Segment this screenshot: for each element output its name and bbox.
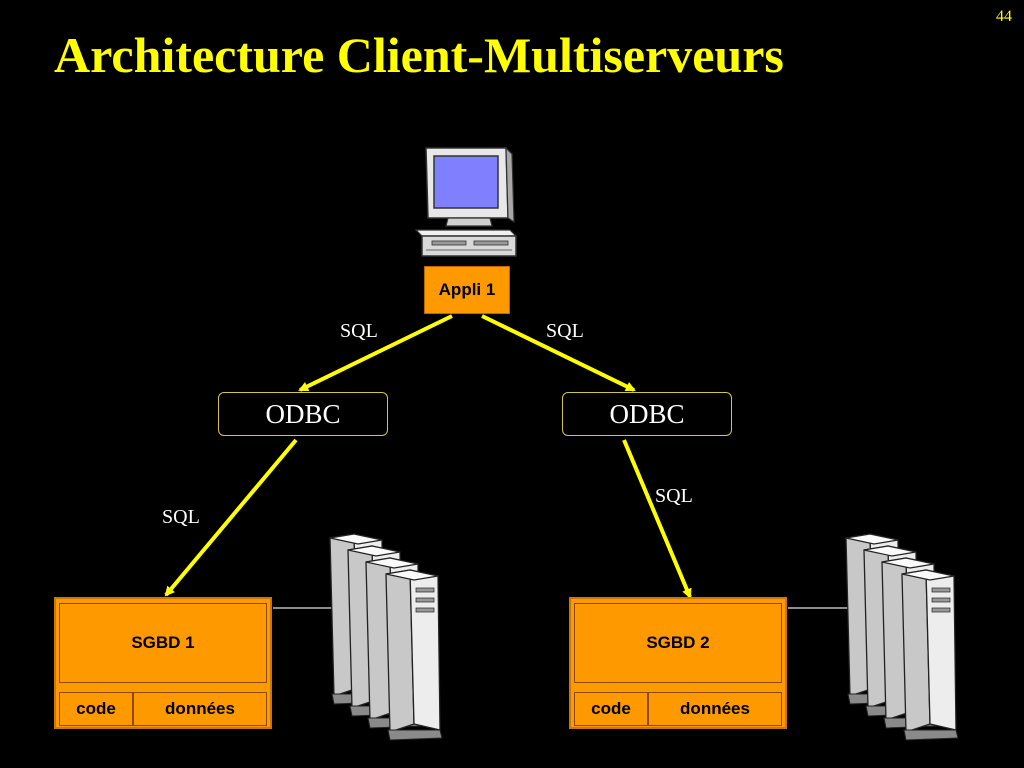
application-box: Appli 1 [424,266,510,314]
sql-label-odbc2-sgbd2: SQL [655,485,693,507]
odbc-driver-1: ODBC [218,392,388,436]
sgbd-label: SGBD 1 [59,603,267,683]
odbc-driver-2: ODBC [562,392,732,436]
arrow-odbc1-to-sgbd1 [164,438,298,597]
sql-label-app-odbc2: SQL [546,320,584,342]
sgbd-data-cell: données [133,692,267,726]
arrow-odbc2-to-sgbd2 [622,439,692,599]
sgbd-data-cell: données [648,692,782,726]
sql-label-odbc1-sgbd1: SQL [162,506,200,528]
server-tower-icon [845,533,959,741]
sql-label-app-odbc1: SQL [340,320,378,342]
sgbd-code-cell: code [59,692,133,726]
sgbd-box-1: SGBD 1 code données [54,597,272,729]
page-number: 44 [996,8,1012,25]
odbc-label: ODBC [609,398,685,429]
sgbd-code-cell: code [574,692,648,726]
desktop-computer-icon [414,146,518,257]
slide-title: Architecture Client-Multiserveurs [54,27,784,83]
sgbd-box-2: SGBD 2 code données [569,597,787,729]
arrow-app-to-odbc1 [298,314,453,392]
arrow-app-to-odbc2 [481,314,636,392]
sgbd-label: SGBD 2 [574,603,782,683]
server-tower-icon [329,533,443,741]
odbc-label: ODBC [265,398,341,429]
